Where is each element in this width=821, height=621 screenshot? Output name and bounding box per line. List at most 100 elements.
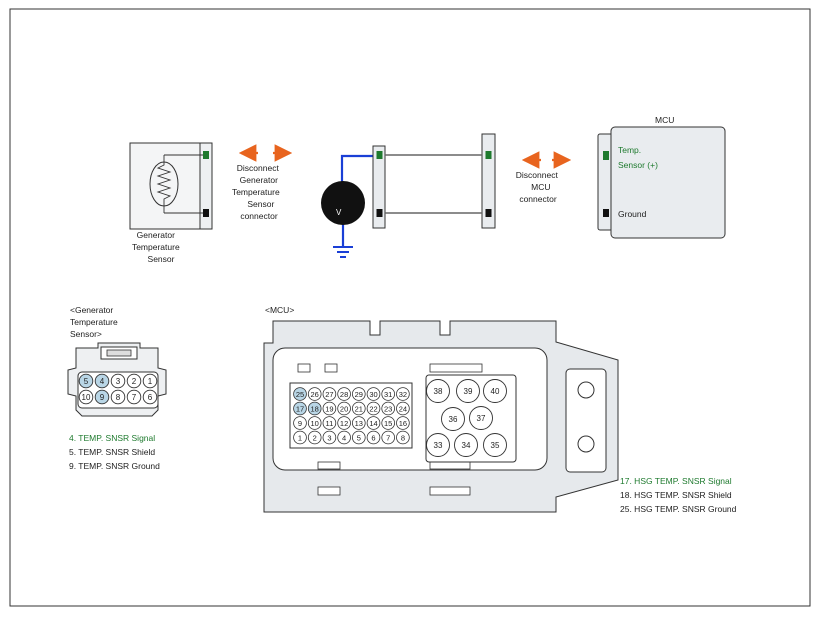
mcu-pin-3 — [322, 430, 337, 445]
mcu-pin-38 — [426, 379, 450, 403]
mcu-pin-26 — [307, 387, 322, 401]
sensor-connector-title-line: Sensor> — [70, 329, 102, 339]
mcu-pin-19 — [322, 401, 337, 416]
mcu-pin-label: 23 — [384, 405, 392, 414]
sensor-pin-label: 4 — [100, 377, 105, 386]
mcu-pin-label: 19 — [325, 405, 333, 414]
mcu-pin-label: 32 — [399, 390, 407, 399]
mcu-pin-5 — [351, 430, 366, 445]
mcu-body — [610, 126, 726, 239]
mcu-pin-12 — [337, 416, 351, 430]
mcu-pin-label: 4 — [342, 434, 346, 443]
sensor-pin-5 — [78, 373, 94, 389]
mcu-pin-label: 28 — [340, 390, 348, 399]
sensor-pin-label: 1 — [148, 377, 153, 386]
harness-connector-left — [372, 145, 386, 229]
mcu-pin-36 — [441, 407, 465, 431]
mcu-pin-27 — [322, 387, 337, 401]
sensor-connector-latch-tab — [106, 349, 132, 357]
mcu-pin-11 — [322, 416, 337, 430]
mcu-pin-25 — [293, 387, 307, 401]
mcu-pin-label: 40 — [491, 387, 500, 396]
mcu-connector-title: <MCU> — [265, 305, 294, 315]
mcu-pin-signal — [603, 151, 609, 160]
mcu-pin-label: 33 — [434, 441, 443, 450]
mcu-connector-foot — [317, 486, 341, 496]
sensor-component: Generator Temperature Sensor — [129, 142, 213, 264]
mcu-connector-key — [324, 363, 338, 373]
mcu-pin-label: 20 — [340, 405, 348, 414]
harness — [372, 133, 496, 229]
mcu-connector-key — [317, 461, 341, 470]
disconnect-mcu-line: MCU — [531, 182, 550, 192]
mcu-pin-31 — [381, 387, 396, 401]
mcu-pin-14 — [366, 416, 381, 430]
sensor-label-line: Generator — [137, 230, 175, 240]
mcu-pin-label: 11 — [326, 419, 334, 428]
harness-pin-signal-right — [485, 151, 492, 159]
meter-label: V — [336, 208, 342, 217]
mcu-pin-label: 7 — [386, 434, 390, 443]
disconnect-mcu-line: Disconnect — [516, 170, 559, 180]
disconnect-mcu-line: connector — [519, 194, 556, 204]
mcu-pin-label: 34 — [462, 441, 471, 450]
mcu-pin-label: 5 — [357, 434, 361, 443]
sensor-pin-2 — [126, 373, 142, 389]
disconnect-sensor-line: Temperature — [232, 187, 280, 197]
sensor-legend-item: 9. TEMP. SNSR Ground — [69, 461, 160, 471]
mcu-pin1-label: Temp. Sensor (+) — [618, 145, 658, 170]
sensor-pin-3 — [110, 373, 126, 389]
disconnect-sensor-line: Generator — [240, 175, 278, 185]
mcu-pin-32 — [396, 387, 410, 401]
mcu-pin-29 — [351, 387, 366, 401]
mcu-pin-28 — [337, 387, 351, 401]
mcu-pin-33 — [426, 433, 450, 457]
mcu-pin-1 — [293, 430, 307, 445]
meter-body — [321, 181, 365, 225]
mcu-pin-label: 10 — [311, 419, 319, 428]
mcu-pin-label: 39 — [464, 387, 473, 396]
mcu-pin-label: 31 — [384, 390, 392, 399]
mcu-component: MCU Temp. Sensor (+) Ground — [597, 115, 726, 239]
disconnect-mcu-text: Disconnect MCU connector — [516, 170, 560, 204]
sensor-pin-label: 10 — [82, 393, 91, 402]
sensor-pin-label: 7 — [132, 393, 137, 402]
sensor-pin-label: 2 — [132, 377, 137, 386]
sensor-pin-label: 9 — [100, 393, 105, 402]
mcu-pin-label: 15 — [384, 419, 392, 428]
mcu-pin-label: 22 — [369, 405, 377, 414]
mcu-pin-label: 18 — [311, 405, 319, 414]
mcu-connector-lever — [565, 368, 607, 473]
mcu-connector-foot — [429, 486, 471, 496]
sensor-pin-9 — [94, 389, 110, 405]
mcu-pin2-label: Ground — [618, 209, 647, 219]
diagram-frame — [9, 8, 811, 607]
sensor-pin-6 — [142, 389, 158, 405]
sensor-pin-label: 8 — [116, 393, 121, 402]
voltmeter: V — [321, 154, 378, 258]
sensor-pin-8 — [110, 389, 126, 405]
mcu-pin-label: 29 — [355, 390, 363, 399]
mcu-pin-label: 17 — [296, 405, 304, 414]
mcu-pin-30 — [366, 387, 381, 401]
mcu-pin-22 — [366, 401, 381, 416]
sensor-legend-item: 5. TEMP. SNSR Shield — [69, 447, 155, 457]
mcu-pin-13 — [351, 416, 366, 430]
sensor-pin-label: 3 — [116, 377, 121, 386]
sensor-pin-signal — [203, 151, 209, 159]
mcu-pin-label: 24 — [399, 405, 407, 414]
mcu-pin-16 — [396, 416, 410, 430]
disconnect-sensor-line: connector — [240, 211, 277, 221]
mcu-legend-item: 25. HSG TEMP. SNSR Ground — [620, 504, 737, 514]
mcu-pin-35 — [483, 433, 507, 457]
mcu-pin-40 — [483, 379, 507, 403]
mcu-pin-label: 9 — [298, 419, 302, 428]
mcu-pin-label: 6 — [371, 434, 375, 443]
mcu-pin-17 — [293, 401, 307, 416]
sensor-pin-label: 5 — [84, 377, 89, 386]
